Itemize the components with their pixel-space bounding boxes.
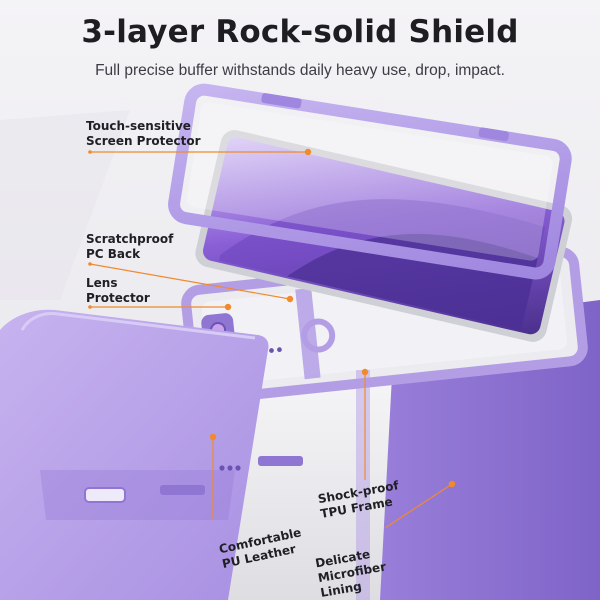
leader-dots <box>88 148 456 488</box>
subheadline: Full precise buffer withstands daily hea… <box>95 62 505 79</box>
callout-screen-protector: Touch-sensitive Screen Protector <box>86 119 201 148</box>
headline: 3-layer Rock-solid Shield <box>81 14 519 50</box>
speaker-grille-icon <box>160 485 205 495</box>
button-slot-icon <box>84 487 126 503</box>
callout-lens-protector: Lens Protector <box>86 276 150 305</box>
callout-pc-back: Scratchproof PC Back <box>86 232 174 261</box>
pu-leather-cover <box>0 309 303 600</box>
tablet-device <box>195 130 573 342</box>
leader-lines <box>89 151 453 529</box>
